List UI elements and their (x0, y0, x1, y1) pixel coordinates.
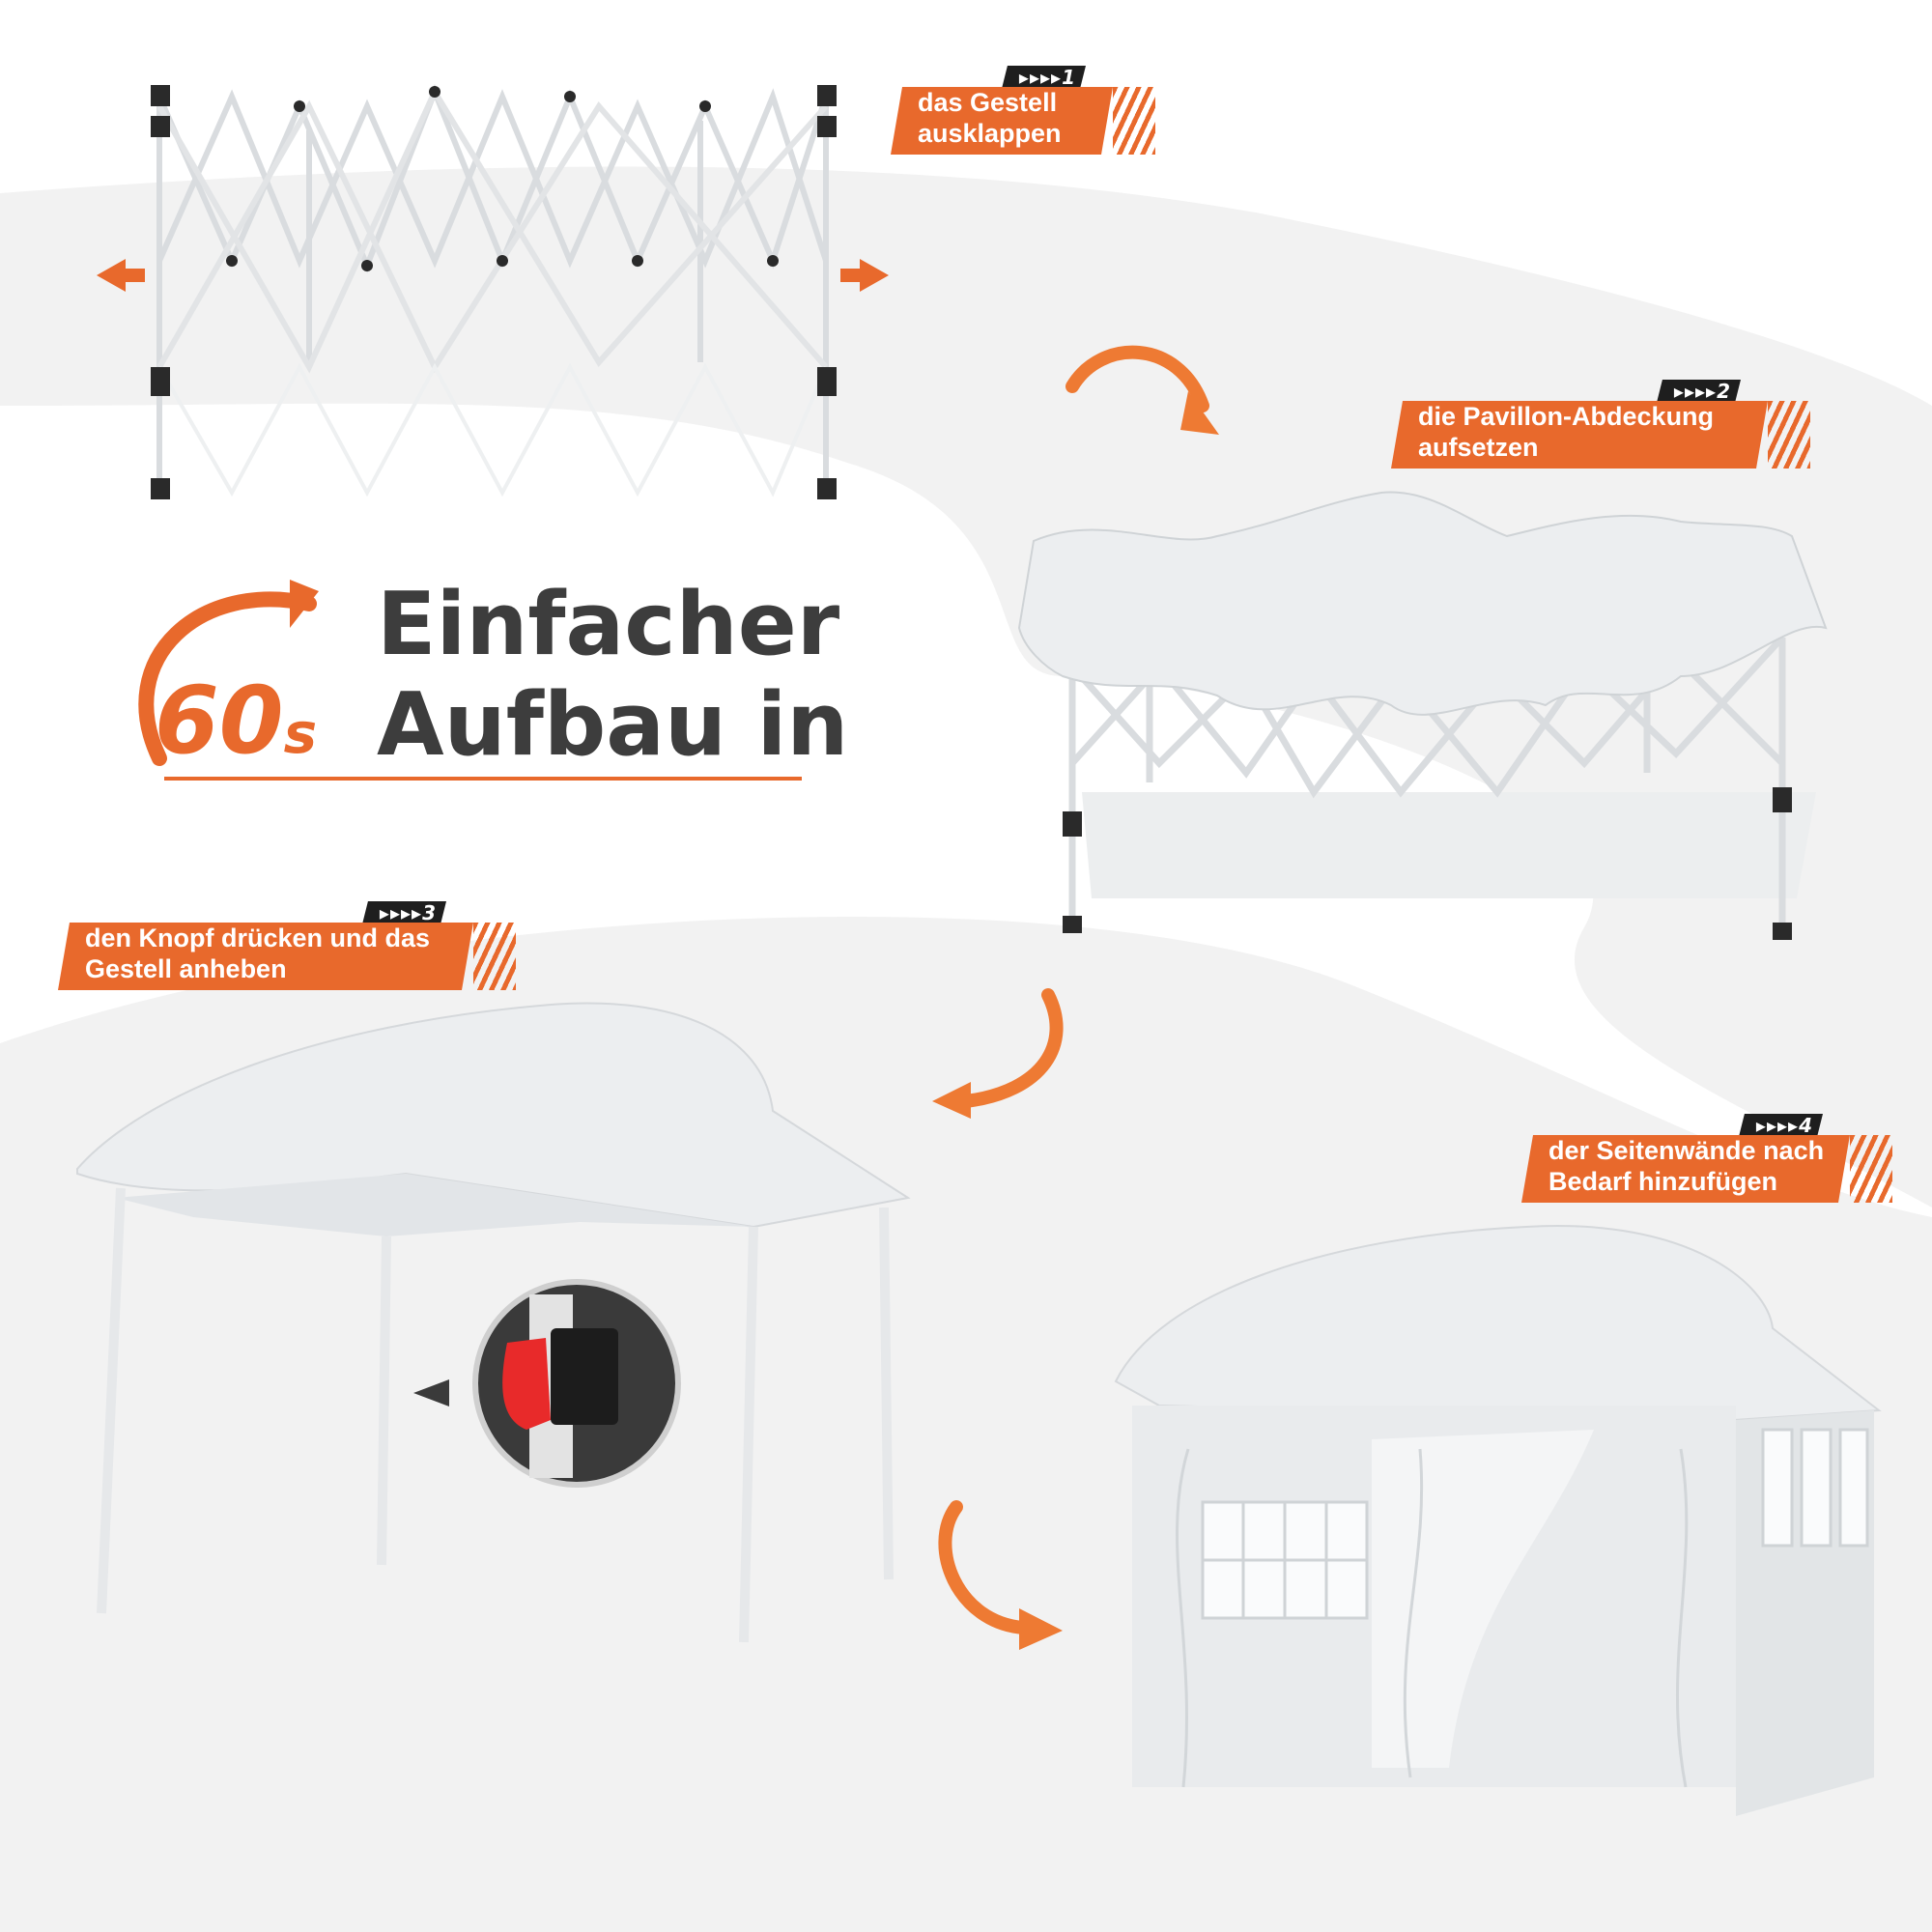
step-1-box (891, 87, 1113, 155)
step-3-box (58, 923, 473, 990)
step-2-text-line-2: aufsetzen (1418, 433, 1539, 462)
step-1-text: das Gestell ausklappen (918, 87, 1094, 149)
step4-tent-illustration (1114, 1225, 1882, 1816)
step-2-text: die Pavillon-Abdeckung aufsetzen (1418, 401, 1748, 463)
step-4-stripes (1850, 1135, 1892, 1203)
step-1-number: ▸▸▸▸1 (1002, 66, 1086, 89)
flow-arrow-heads (932, 391, 1219, 1650)
step-2-box (1391, 401, 1768, 469)
headline-line-2: Aufbau in (377, 674, 849, 776)
step-1-text-line-1: das Gestell (918, 88, 1058, 117)
step-4-label: ▸▸▸▸4 der Seitenwände nach Bedarf hinzuf… (1521, 1114, 1892, 1203)
step-4-number: ▸▸▸▸4 (1739, 1114, 1823, 1137)
setup-time-unit: s (283, 700, 318, 766)
step2-loose-cover (1017, 491, 1828, 716)
step-3-text-line-2: Gestell anheben (85, 954, 287, 983)
step1-frame-joints (151, 85, 837, 499)
step-3-number: ▸▸▸▸3 (362, 901, 446, 924)
setup-time-value: 60 (155, 667, 284, 775)
step-4-text: der Seitenwände nach Bedarf hinzufügen (1548, 1135, 1831, 1197)
step-4-text-line-2: Bedarf hinzufügen (1548, 1167, 1777, 1196)
setup-time: 60s (155, 667, 317, 775)
step-2-label: ▸▸▸▸2 die Pavillon-Abdeckung aufsetzen (1391, 380, 1810, 469)
step1-expand-arrows (97, 259, 889, 292)
headline: Einfacher Aufbau in (377, 575, 848, 776)
step-3-stripes (473, 923, 516, 990)
step4-tent-roof (1114, 1225, 1882, 1422)
headline-arrow-head (290, 580, 319, 628)
step-1-text-line-2: ausklappen (918, 119, 1062, 148)
headline-line-1: Einfacher (377, 574, 840, 675)
step-1-label: ▸▸▸▸1 das Gestell ausklappen (891, 66, 1155, 155)
step-2-text-line-1: die Pavillon-Abdeckung (1418, 402, 1715, 431)
step3-red-release-button (502, 1338, 551, 1430)
step4-side-windows (1761, 1428, 1869, 1548)
step-2-stripes (1768, 401, 1810, 469)
step4-front-window (1201, 1500, 1369, 1620)
step-4-box (1521, 1135, 1850, 1203)
step-3-label: ▸▸▸▸3 den Knopf drücken und das Gestell … (58, 901, 516, 990)
step4-open-door (1372, 1430, 1594, 1768)
flow-arrows (938, 345, 1209, 1634)
step-1-stripes (1113, 87, 1155, 155)
step-3-text: den Knopf drücken und das Gestell anhebe… (85, 923, 454, 984)
step3-canopy-illustration (76, 1002, 911, 1643)
step-3-text-line-1: den Knopf drücken und das (85, 923, 431, 952)
background-band-left (0, 406, 810, 1043)
step-4-text-line-1: der Seitenwände nach (1548, 1136, 1825, 1165)
headline-circle-arrow (138, 591, 317, 766)
step2-frame-illustration (1017, 491, 1828, 940)
step-2-number: ▸▸▸▸2 (1657, 380, 1741, 403)
